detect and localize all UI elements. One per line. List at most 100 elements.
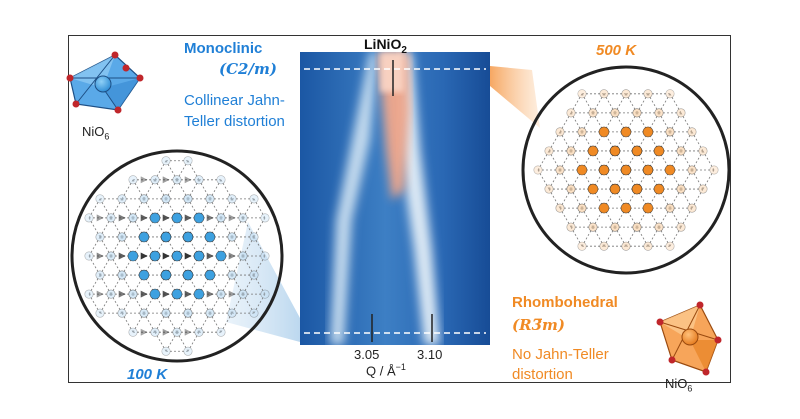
- lattice-ni-site: [183, 346, 193, 356]
- rhombohedral-description-1: No Jahn-Teller: [512, 346, 609, 363]
- lattice-ni-site: [106, 213, 116, 223]
- lattice-ni-site: [676, 146, 686, 156]
- lattice-ni-site: [84, 251, 94, 261]
- lattice-ni-site: [117, 194, 127, 204]
- lattice-ni-site: [249, 194, 259, 204]
- lattice-ni-site: [598, 126, 610, 138]
- nio6-orange-sub: 6: [687, 383, 693, 394]
- lattice-ni-site: [139, 194, 149, 204]
- lattice-ni-site: [676, 108, 686, 118]
- lattice-ni-site: [193, 288, 205, 300]
- lattice-ni-site: [149, 212, 161, 224]
- lattice-ni-site: [620, 126, 632, 138]
- lattice-ni-site: [127, 250, 139, 262]
- nio6-orange-text: NiO: [665, 376, 688, 391]
- lattice-ni-site: [544, 184, 554, 194]
- rhombohedral-space-group: (R3̅m): [512, 316, 565, 334]
- compound-title: LiNiO2: [364, 36, 407, 56]
- x-tick-3.05: 3.05: [354, 347, 380, 362]
- x-tick-3.10: 3.10: [417, 347, 443, 362]
- lattice-ni-site: [709, 165, 719, 175]
- lattice-ni-site: [632, 108, 642, 118]
- lattice-ni-site: [161, 194, 171, 204]
- monoclinic-lattice-outline: [70, 149, 284, 363]
- lattice-ni-site: [620, 202, 632, 214]
- lattice-ni-site: [566, 146, 576, 156]
- lattice-ni-site: [128, 175, 138, 185]
- lattice-ni-site: [642, 202, 654, 214]
- compound-name: LiNiO: [364, 36, 402, 52]
- lattice-ni-site: [566, 184, 576, 194]
- lattice-ni-site: [160, 231, 172, 243]
- lattice-ni-site: [149, 250, 161, 262]
- lattice-ni-site: [643, 89, 653, 99]
- lattice-ni-site: [172, 327, 182, 337]
- lattice-ni-site: [249, 308, 259, 318]
- lattice-ni-site: [665, 203, 675, 213]
- lattice-ni-site: [260, 289, 270, 299]
- rhombohedral-lattice-outline: [521, 65, 731, 275]
- high-temperature-label: 500 K: [596, 42, 637, 59]
- lattice-ni-site: [227, 270, 237, 280]
- lattice-ni-site: [84, 289, 94, 299]
- lattice-ni-site: [642, 164, 654, 176]
- rhombohedral-lattice: [533, 89, 719, 251]
- monoclinic-description-1: Collinear Jahn-: [184, 92, 285, 109]
- nio6-label-orange: NiO6: [665, 376, 692, 394]
- lattice-ni-site: [193, 212, 205, 224]
- lattice-ni-site: [588, 108, 598, 118]
- lattice-ni-site: [587, 145, 599, 157]
- lattice-ni-site: [216, 327, 226, 337]
- lattice-ni-site: [687, 127, 697, 137]
- lattice-ni-site: [95, 270, 105, 280]
- lattice-ni-site: [150, 327, 160, 337]
- lattice-ni-site: [95, 232, 105, 242]
- lattice-ni-site: [664, 164, 676, 176]
- lattice-ni-site: [171, 250, 183, 262]
- lattice-ni-site: [609, 145, 621, 157]
- lattice-ni-site: [587, 183, 599, 195]
- lattice-ni-site: [128, 289, 138, 299]
- lattice-ni-site: [599, 241, 609, 251]
- lattice-ni-site: [610, 222, 620, 232]
- lattice-ni-site: [117, 270, 127, 280]
- lattice-ni-site: [654, 108, 664, 118]
- lattice-ni-site: [598, 164, 610, 176]
- lattice-ni-site: [654, 222, 664, 232]
- lattice-ni-site: [577, 241, 587, 251]
- lattice-ni-site: [631, 183, 643, 195]
- lattice-ni-site: [138, 269, 150, 281]
- diffraction-heatmap: [300, 52, 490, 345]
- lattice-ni-site: [588, 222, 598, 232]
- lattice-ni-site: [149, 288, 161, 300]
- rhombohedral-description-2: distortion: [512, 366, 573, 383]
- lattice-ni-site: [238, 289, 248, 299]
- lattice-ni-site: [160, 269, 172, 281]
- lattice-ni-site: [609, 183, 621, 195]
- zoom-beam-high: [490, 66, 540, 128]
- lattice-ni-site: [183, 156, 193, 166]
- lattice-ni-site: [204, 231, 216, 243]
- lattice-ni-site: [182, 269, 194, 281]
- lattice-ni-site: [249, 270, 259, 280]
- lattice-ni-site: [687, 165, 697, 175]
- lattice-ni-site: [150, 175, 160, 185]
- lattice-ni-site: [555, 127, 565, 137]
- lattice-ni-site: [676, 222, 686, 232]
- lattice-ni-site: [621, 241, 631, 251]
- lattice-ni-site: [577, 203, 587, 213]
- lattice-ni-site: [698, 184, 708, 194]
- lattice-ni-site: [260, 251, 270, 261]
- lattice-ni-site: [533, 165, 543, 175]
- lattice-ni-site: [599, 89, 609, 99]
- nio6-label-blue: NiO6: [82, 124, 109, 142]
- nio6-blue-sub: 6: [104, 131, 110, 142]
- lattice-ni-site: [172, 175, 182, 185]
- lattice-ni-site: [106, 251, 116, 261]
- lattice-ni-site: [544, 146, 554, 156]
- lattice-ni-site: [555, 165, 565, 175]
- lattice-ni-site: [621, 89, 631, 99]
- lattice-ni-site: [193, 250, 205, 262]
- lattice-ni-site: [631, 145, 643, 157]
- lattice-ni-site: [238, 251, 248, 261]
